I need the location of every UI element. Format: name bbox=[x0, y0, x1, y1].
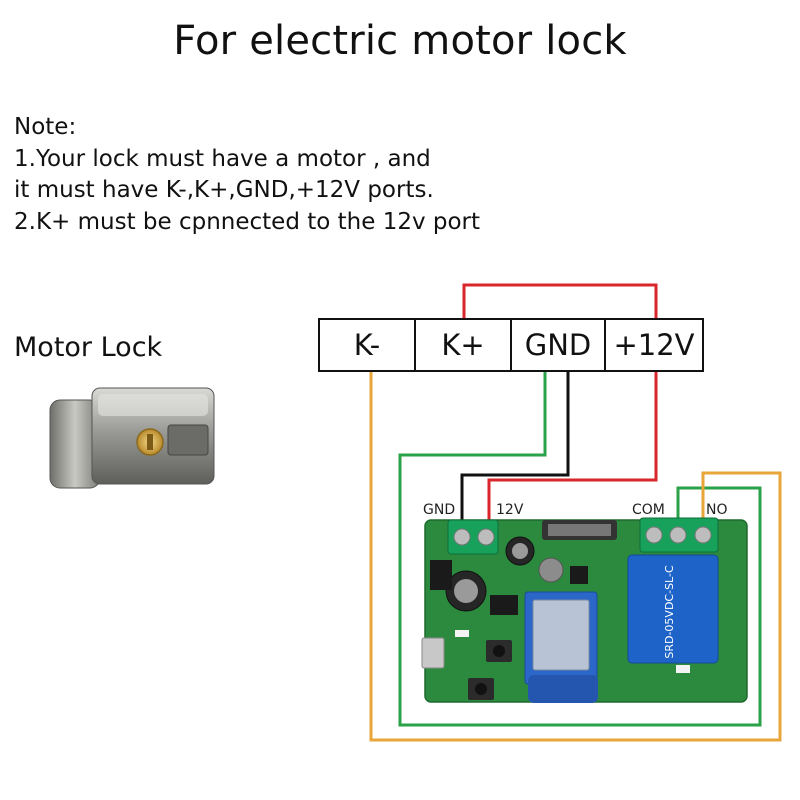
black-wire-gnd bbox=[460, 372, 570, 527]
page-title: For electric motor lock bbox=[173, 18, 627, 64]
crystal bbox=[538, 557, 564, 583]
note-heading: Note: bbox=[14, 114, 77, 140]
power-terminal-block bbox=[447, 519, 499, 555]
terminal-k-plus: K+ bbox=[416, 320, 512, 370]
terminal-gnd: GND bbox=[512, 320, 606, 370]
wires bbox=[369, 283, 782, 742]
relay-board: SRD-05VDC-SL-C GND 12V COM NO bbox=[421, 502, 748, 703]
motor-lock-image bbox=[49, 387, 215, 489]
svg-text:SRD-05VDC-SL-C: SRD-05VDC-SL-C bbox=[663, 565, 676, 659]
lock-terminal-strip: K- K+ GND +12V bbox=[318, 318, 704, 372]
green-wire-com bbox=[398, 372, 762, 727]
note-block: Note: 1.Your lock must have a motor , an… bbox=[14, 112, 480, 238]
orange-wire-no bbox=[369, 372, 782, 742]
note-line-1: 1.Your lock must have a motor , and bbox=[14, 145, 431, 172]
usb-port bbox=[421, 637, 445, 669]
red-wire-k-plus bbox=[462, 283, 658, 318]
motor-lock-label: Motor Lock bbox=[14, 332, 163, 363]
board-label-com: COM bbox=[632, 502, 665, 518]
terminal-plus-12v: +12V bbox=[613, 328, 695, 362]
relay bbox=[627, 554, 719, 664]
note-line-3: 2.K+ must be cpnnected to the 12v port bbox=[14, 208, 481, 235]
terminal-k-minus: K- bbox=[320, 320, 416, 370]
board-label-gnd: GND bbox=[423, 502, 455, 518]
note-line-2: it must have K-,K+,GND,+12V ports. bbox=[14, 177, 434, 203]
red-wire-12v bbox=[487, 372, 658, 527]
board-label-12v: 12V bbox=[496, 502, 524, 518]
board-label-no: NO bbox=[706, 502, 728, 518]
